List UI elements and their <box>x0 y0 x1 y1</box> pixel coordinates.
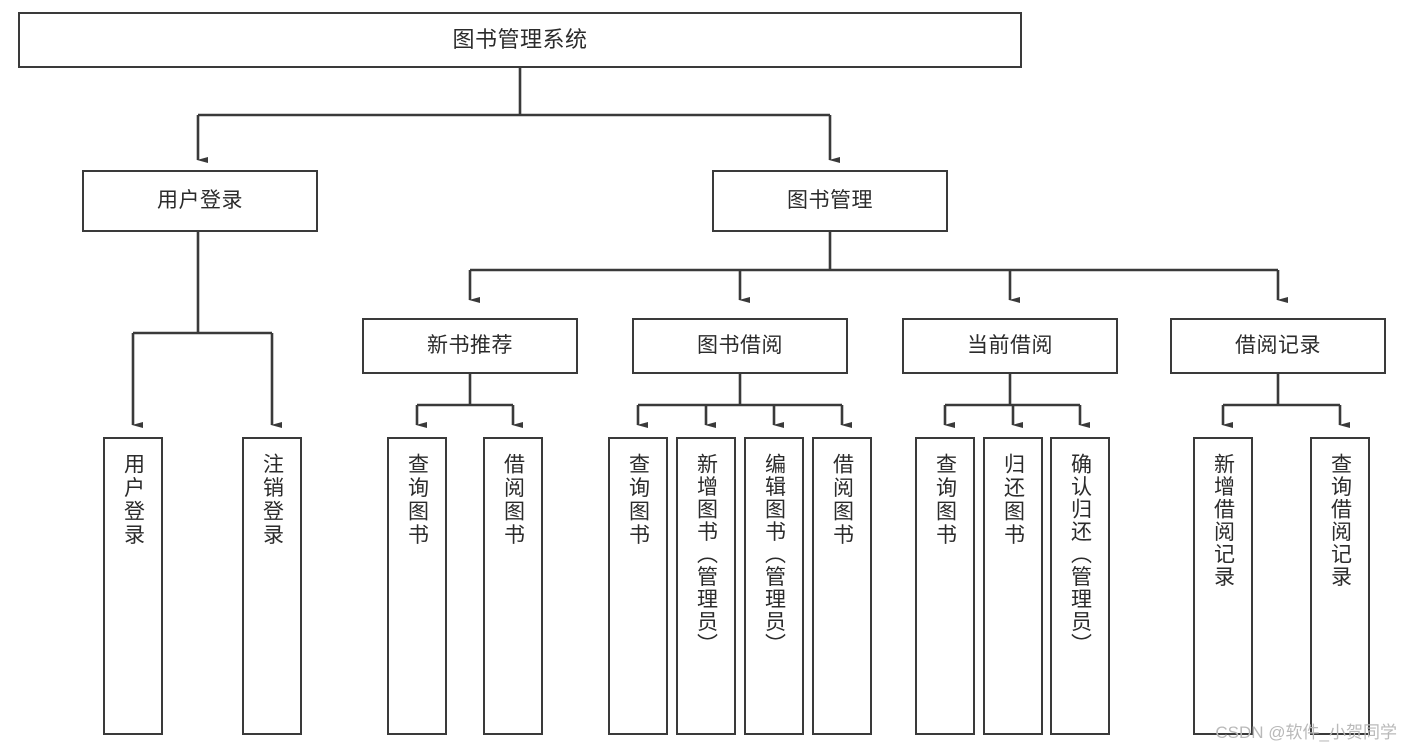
leaf-current-confirm-return-admin[interactable]: 确认归还（管理员） <box>1050 437 1110 735</box>
node-label: 借阅图书 <box>830 453 854 547</box>
node-label: 用户登录 <box>157 188 243 212</box>
leaf-current-return-book[interactable]: 归还图书 <box>983 437 1043 735</box>
leaf-current-query-book[interactable]: 查询图书 <box>915 437 975 735</box>
node-label: 查询借阅记录 <box>1328 453 1352 588</box>
node-user-login[interactable]: 用户登录 <box>82 170 318 232</box>
node-label: 新增借阅记录 <box>1211 453 1235 588</box>
node-current-borrow[interactable]: 当前借阅 <box>902 318 1118 374</box>
leaf-borrow-add-book-admin[interactable]: 新增图书（管理员） <box>676 437 736 735</box>
leaf-user-logout[interactable]: 注销登录 <box>242 437 302 735</box>
node-borrow-record[interactable]: 借阅记录 <box>1170 318 1386 374</box>
leaf-user-login[interactable]: 用户登录 <box>103 437 163 735</box>
node-label: 新增图书（管理员） <box>694 453 718 656</box>
node-root-system[interactable]: 图书管理系统 <box>18 12 1022 68</box>
leaf-recommend-query-book[interactable]: 查询图书 <box>387 437 447 735</box>
node-label: 当前借阅 <box>967 333 1053 357</box>
node-label: 查询图书 <box>626 453 650 547</box>
leaf-record-add-borrow-record[interactable]: 新增借阅记录 <box>1193 437 1253 735</box>
leaf-borrow-query-book[interactable]: 查询图书 <box>608 437 668 735</box>
leaf-borrow-edit-book-admin[interactable]: 编辑图书（管理员） <box>744 437 804 735</box>
node-label: 借阅图书 <box>501 453 525 547</box>
leaf-recommend-borrow-book[interactable]: 借阅图书 <box>483 437 543 735</box>
node-label: 编辑图书（管理员） <box>762 453 786 656</box>
node-book-management[interactable]: 图书管理 <box>712 170 948 232</box>
node-label: 查询图书 <box>933 453 957 547</box>
node-label: 用户登录 <box>121 453 145 547</box>
watermark: CSDN @软件_小贺同学 <box>1215 723 1397 742</box>
node-label: 图书借阅 <box>697 333 783 357</box>
node-label: 借阅记录 <box>1235 333 1321 357</box>
node-label: 确认归还（管理员） <box>1068 453 1092 656</box>
leaf-borrow-borrow-book[interactable]: 借阅图书 <box>812 437 872 735</box>
node-new-book-recommend[interactable]: 新书推荐 <box>362 318 578 374</box>
node-label: 注销登录 <box>260 453 284 547</box>
node-label: 归还图书 <box>1001 453 1025 547</box>
node-label: 查询图书 <box>405 453 429 547</box>
node-book-borrow[interactable]: 图书借阅 <box>632 318 848 374</box>
leaf-record-query-borrow-record[interactable]: 查询借阅记录 <box>1310 437 1370 735</box>
node-label: 新书推荐 <box>427 333 513 357</box>
node-label: 图书管理系统 <box>452 27 588 53</box>
node-label: 图书管理 <box>787 188 873 212</box>
